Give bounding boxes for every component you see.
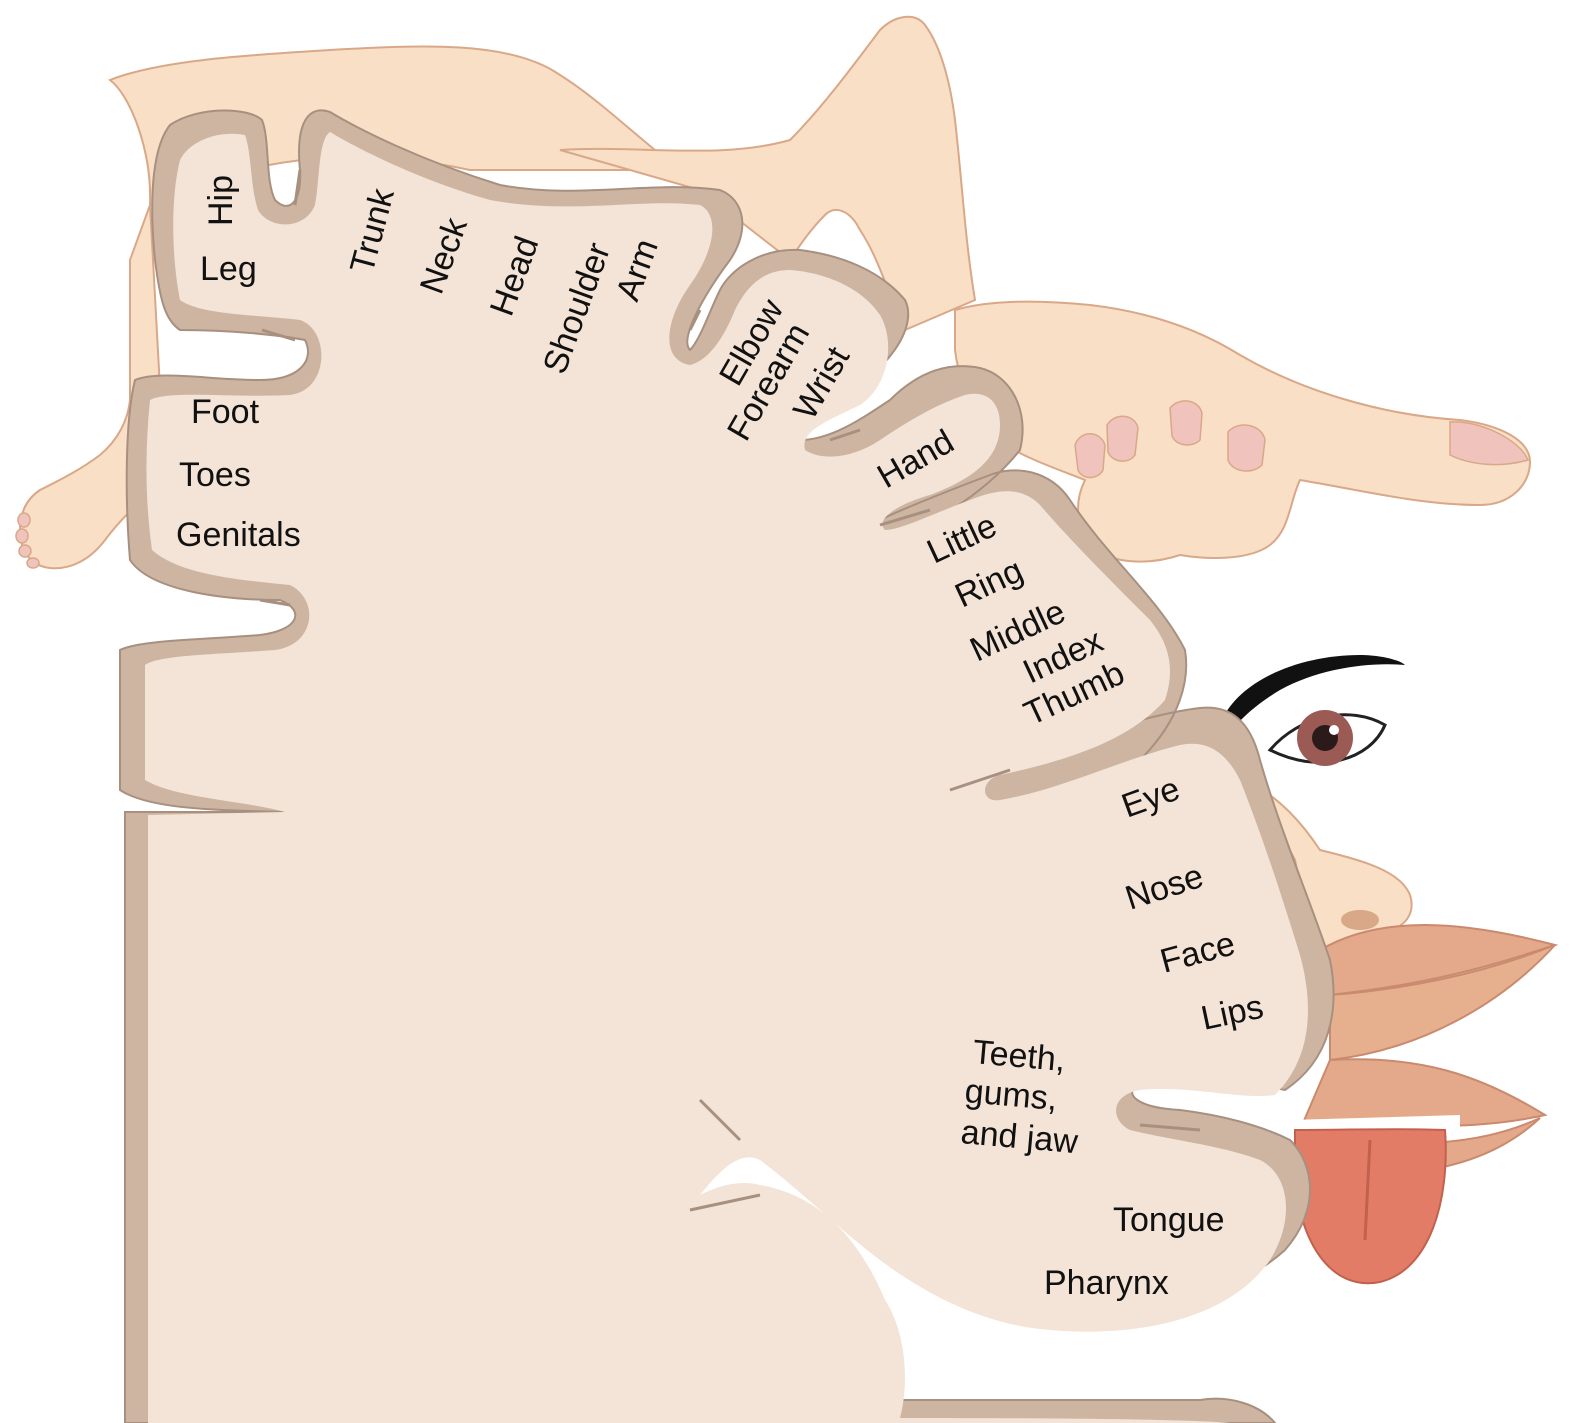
tongue-icon: [1294, 1128, 1447, 1285]
sulcus-lines: [259, 169, 1201, 1212]
label-tongue: Tongue: [1113, 1201, 1225, 1239]
cortex: [119, 109, 1335, 1423]
label-toes: Toes: [179, 456, 251, 494]
trunk-and-arm-icon: [559, 15, 977, 332]
label-teeth-line1: Teeth,: [971, 1033, 1067, 1079]
label-pharynx: Pharynx: [1044, 1264, 1169, 1302]
label-foot: Foot: [191, 393, 260, 431]
label-genitals: Genitals: [176, 516, 301, 554]
eye-icon: [1222, 655, 1405, 766]
label-leg: Leg: [200, 250, 257, 288]
label-hip: Hip: [202, 175, 240, 226]
cortex-inner-matter: [145, 132, 1308, 1423]
hand-icon: [954, 300, 1532, 563]
label-teeth-line2: gums,: [963, 1072, 1059, 1118]
